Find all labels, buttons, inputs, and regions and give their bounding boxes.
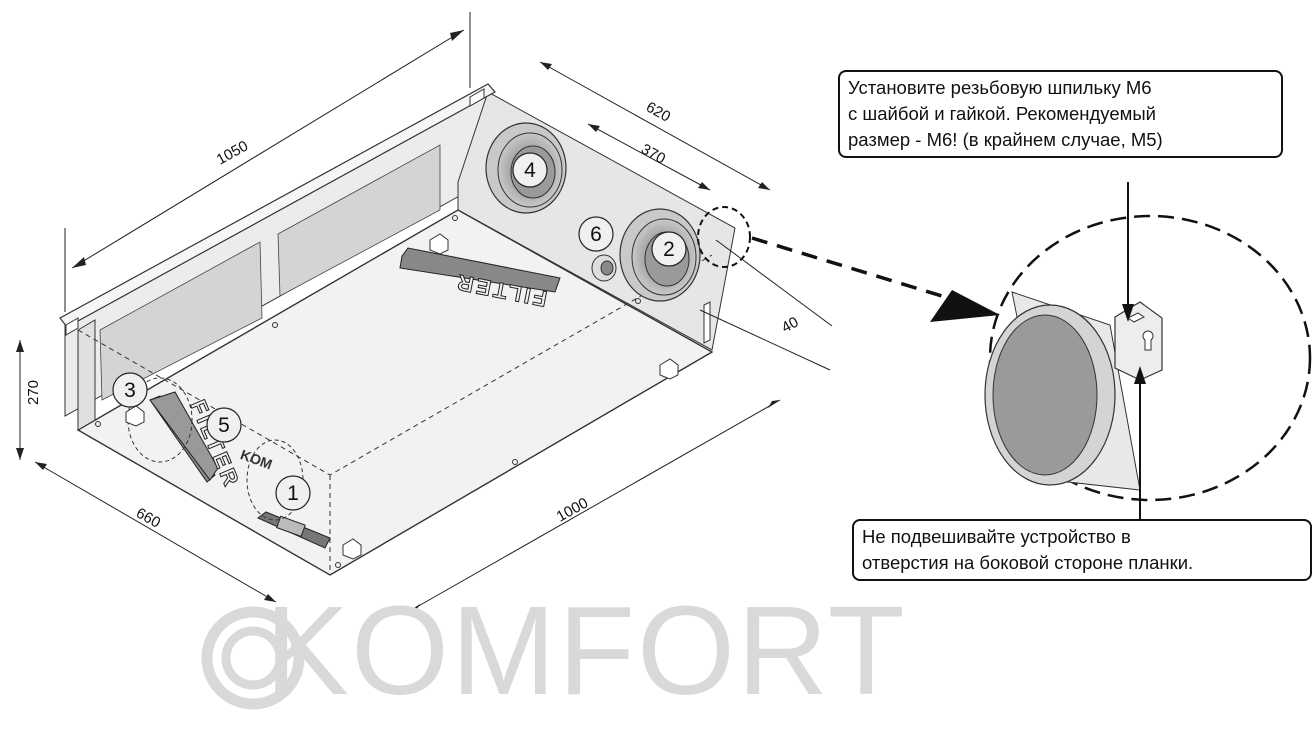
- highlight-bracket: [697, 206, 751, 268]
- unit-floor: [76, 209, 714, 576]
- mounting-icon: [342, 538, 362, 560]
- floor-hole: [512, 459, 518, 465]
- floor-hole: [635, 298, 641, 304]
- back-panel-left: [99, 241, 263, 401]
- dim-1000: 1000: [554, 494, 591, 525]
- callout-top-line-1: Установите резьбовую шпильку М6: [848, 77, 1152, 98]
- badge-5: 5: [206, 407, 242, 443]
- back-panel-right: [277, 144, 441, 297]
- mounting-icon: [429, 233, 449, 255]
- zoom-arrow: [751, 236, 956, 302]
- svg-text:3: 3: [124, 379, 136, 402]
- brand-watermark: KOMFORT: [265, 580, 907, 721]
- hanging-bracket-icon: [469, 88, 485, 107]
- badge-2: 2: [651, 231, 687, 267]
- hanging-bracket-icon: [65, 317, 79, 336]
- ring-logo-icon: [201, 606, 305, 710]
- dimension-lines: [19, 12, 833, 613]
- svg-text:1: 1: [287, 482, 299, 505]
- callout-pointer-top-head: [1122, 304, 1134, 322]
- svg-text:2: 2: [663, 238, 675, 261]
- callout-bottom-line-2: отверстия на боковой стороне планки.: [862, 552, 1194, 573]
- floor-hole: [452, 215, 458, 221]
- floor-hole: [95, 421, 101, 427]
- zoom-arrowhead: [930, 290, 1000, 322]
- svg-text:4: 4: [524, 159, 536, 182]
- callout-install-stud: Установите резьбовую шпильку М6 с шайбой…: [838, 70, 1283, 158]
- floor-hole: [335, 562, 341, 568]
- floor-hole: [272, 322, 278, 328]
- svg-text:5: 5: [218, 414, 230, 437]
- dim-370: 370: [638, 141, 668, 168]
- detail-view: [984, 214, 1312, 502]
- badge-3: 3: [112, 372, 148, 408]
- callout-pointer-bottom-head: [1134, 366, 1146, 384]
- controller-panel: KOM: [238, 446, 331, 549]
- dim-270: 270: [25, 380, 42, 405]
- badge-6: 6: [578, 216, 614, 252]
- callout-top-line-3: размер - М6! (в крайнем случае, М5): [848, 129, 1163, 150]
- top-flange: [59, 83, 496, 328]
- keyhole-slot-icon: [1142, 330, 1154, 351]
- highlight-3: [127, 377, 193, 463]
- callout-do-not-hang: Не подвешивайте устройство в отверстия н…: [852, 519, 1312, 581]
- dimension-arrowheads: [16, 30, 780, 612]
- dim-1050: 1050: [214, 137, 251, 168]
- callout-top-line-2: с шайбой и гайкой. Рекомендуемый: [848, 103, 1156, 124]
- badge-4: 4: [512, 152, 548, 188]
- left-end: [77, 319, 96, 431]
- threaded-stud: [1127, 312, 1145, 323]
- mounting-icon: [659, 358, 679, 380]
- condensate-drain-6: [591, 254, 617, 282]
- unit-body: [59, 83, 736, 576]
- dim-40: 40: [779, 314, 802, 337]
- svg-text:6: 6: [590, 223, 602, 246]
- callout-bottom-line-1: Не подвешивайте устройство в: [862, 526, 1131, 547]
- badge-1: 1: [275, 475, 311, 511]
- side-latch: [703, 301, 711, 344]
- dim-660: 660: [133, 505, 163, 532]
